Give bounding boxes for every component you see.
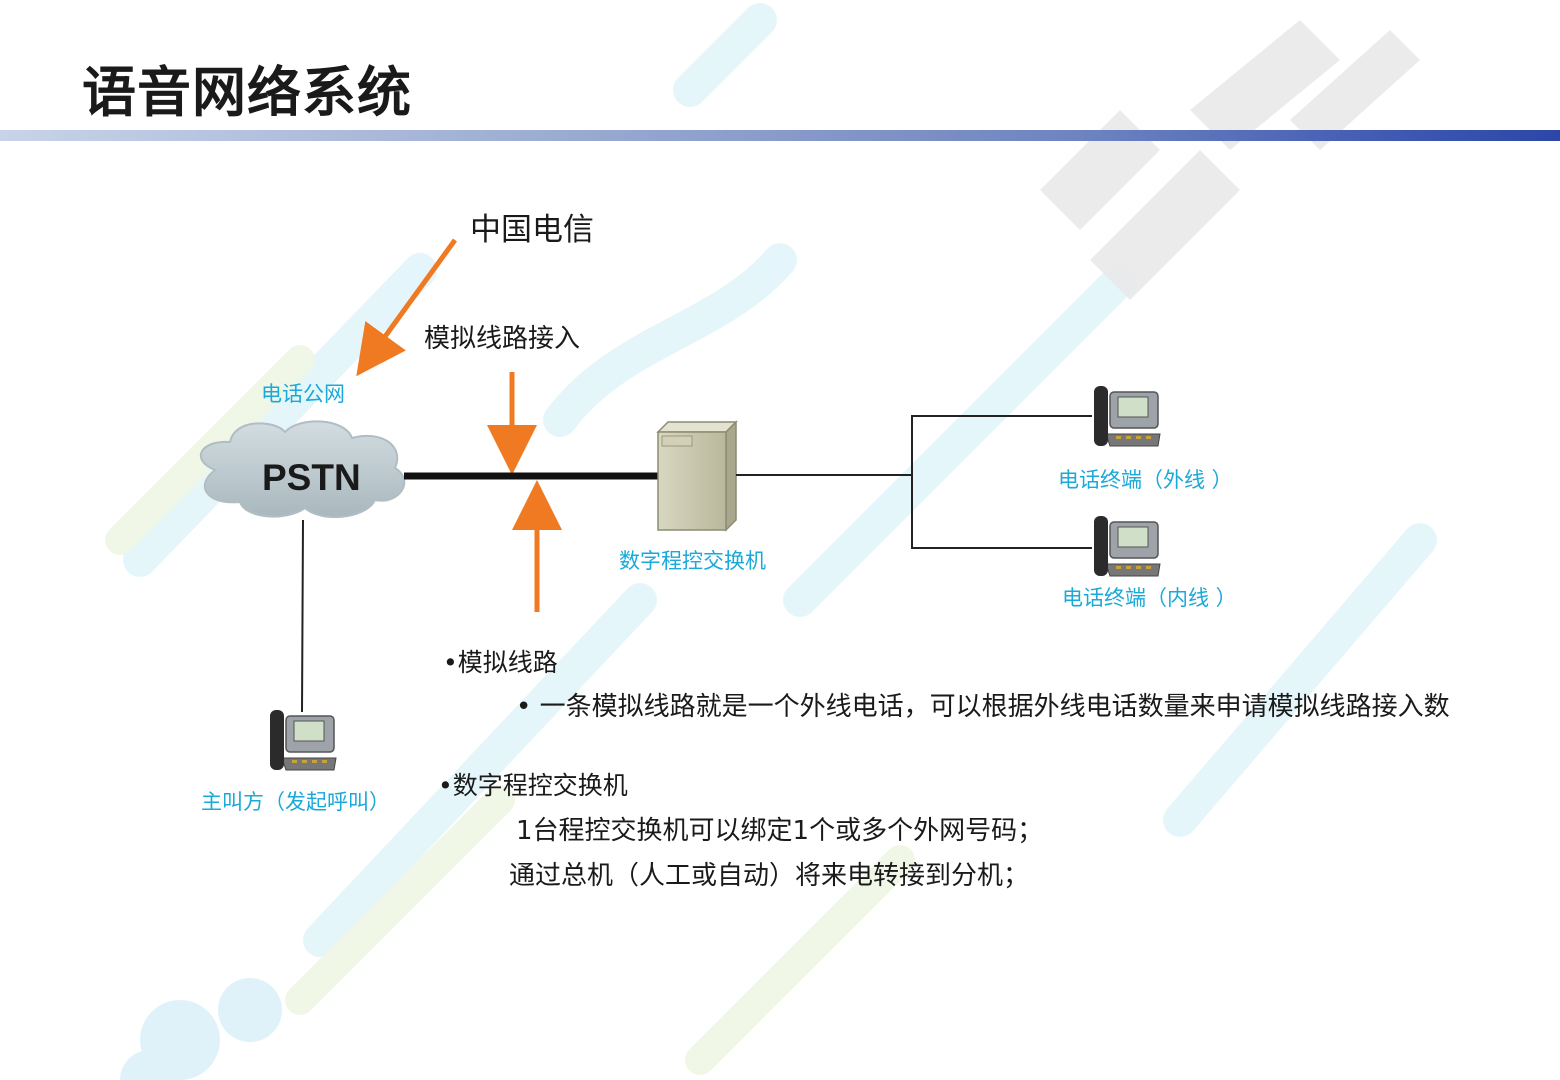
carrier-arrow (356, 238, 458, 377)
phone-caller-icon (270, 710, 337, 771)
extension-branch (911, 415, 1092, 549)
pbx-label: 数字程控交换机 (619, 549, 766, 573)
analog-access-label: 模拟线路接入 (424, 324, 581, 354)
analog-detail: • 一条模拟线路就是一个外线电话，可以根据外线电话数量来申请模拟线路接入数 (516, 692, 1450, 722)
phone-external-label: 电话终端（外线 ） (1058, 468, 1233, 492)
caller-line (301, 519, 304, 713)
pbx-detail-1: 1台程控交换机可以绑定1个或多个外网号码； (516, 816, 1044, 846)
title-underline-bar (0, 130, 1560, 141)
pstn-label: PSTN (262, 457, 361, 498)
pstn-cloud-icon (200, 420, 406, 518)
analog-heading: •模拟线路 (443, 648, 558, 677)
phone-internal-icon (1094, 516, 1161, 577)
caller-label: 主叫方（发起呼叫） (201, 790, 390, 814)
slide-title: 语音网络系统 (82, 61, 412, 124)
pbx-icon (656, 420, 738, 532)
pstn-caption: 电话公网 (261, 382, 345, 406)
pbx-detail-2: 通过总机（人工或自动）将来电转接到分机； (509, 861, 1030, 891)
phone-external-icon (1094, 386, 1161, 447)
phone-internal-label: 电话终端（内线 ） (1062, 586, 1237, 610)
pbx-heading: •数字程控交换机 (438, 771, 628, 800)
carrier-label: 中国电信 (470, 212, 594, 248)
